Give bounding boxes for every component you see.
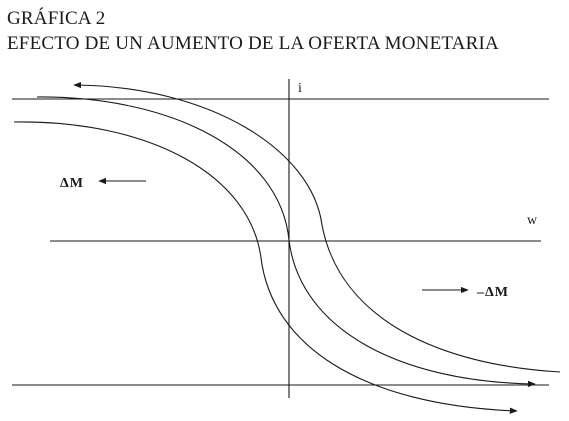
axis-label-w: w bbox=[527, 213, 538, 228]
shift-left-label: ΔM bbox=[60, 176, 84, 191]
shift-right-label: –ΔM bbox=[476, 285, 509, 300]
curve-outer-upper bbox=[73, 81, 561, 373]
figure-title-line-1: GRÁFICA 2 bbox=[7, 8, 106, 29]
curve-outer-lower bbox=[13, 121, 518, 414]
axis-label-i: i bbox=[298, 81, 302, 96]
curve-middle bbox=[36, 96, 536, 388]
figure-title-line-2: EFECTO DE UN AUMENTO DE LA OFERTA MONETA… bbox=[7, 33, 499, 54]
